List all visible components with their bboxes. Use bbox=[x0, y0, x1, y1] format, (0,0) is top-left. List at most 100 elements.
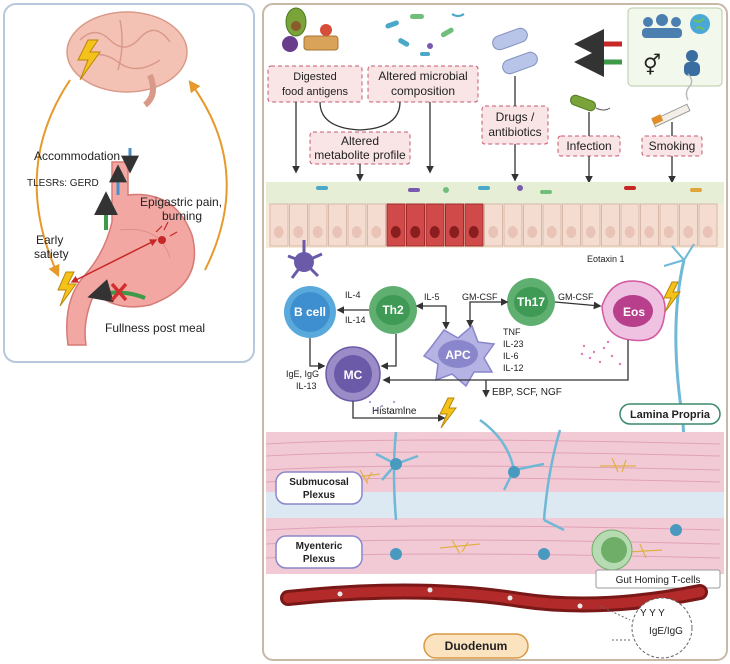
histamine-lightning-icon bbox=[439, 397, 457, 429]
il5-label: IL-5 bbox=[424, 292, 440, 302]
satiety-pain-arrow bbox=[70, 239, 158, 283]
eos-label: Eos bbox=[623, 305, 645, 319]
smoking-label: Smoking bbox=[649, 139, 696, 153]
bcell-mc-arrow bbox=[309, 338, 326, 370]
epithelial-cell bbox=[562, 203, 581, 247]
gut-homing-label: Gut Homing T-cells bbox=[616, 575, 701, 586]
digested-label-1: Digested bbox=[293, 71, 336, 83]
ebp-label: EBP, SCF, NGF bbox=[492, 387, 562, 398]
epithelial-nucleus bbox=[488, 226, 499, 238]
epithelial-cell bbox=[367, 203, 386, 247]
duodenum-tag: Duodenum bbox=[423, 633, 529, 659]
left-panel: Accommodation TLESRs: GERD Epigastric pa… bbox=[3, 3, 255, 363]
epithelial-nucleus bbox=[312, 226, 323, 238]
neuron-body-2 bbox=[508, 466, 520, 478]
brain-gut-arrow-left bbox=[35, 79, 71, 278]
apc-cell: APC bbox=[422, 324, 496, 388]
epithelial-cell bbox=[542, 203, 562, 247]
epithelial-cell bbox=[425, 203, 445, 247]
epithelium-layer bbox=[266, 182, 724, 248]
il14-label: IL-14 bbox=[345, 315, 366, 325]
epithelial-cell bbox=[503, 203, 523, 247]
zoom-line-1 bbox=[599, 605, 631, 621]
dendritic-cell-icon bbox=[287, 240, 323, 279]
histamine-arrow bbox=[352, 401, 446, 422]
pills-icon bbox=[492, 27, 538, 75]
antibody-icon: Y Y Y bbox=[640, 608, 665, 619]
epithelial-nucleus bbox=[663, 226, 674, 238]
metabolite-label-1: Altered bbox=[341, 134, 379, 148]
blocked-x-icon bbox=[110, 282, 128, 302]
early-satiety-label-2: satiety bbox=[34, 247, 69, 261]
epithelial-nucleus bbox=[624, 226, 635, 238]
epithelial-nucleus bbox=[507, 226, 518, 238]
lamina-propria-label: Lamina Propria bbox=[630, 409, 711, 421]
cigarette-icon bbox=[651, 73, 693, 128]
right-panel: ⚥ Digested food antigens Altered microbi… bbox=[262, 3, 728, 661]
drugs-label-1: Drugs / bbox=[496, 110, 535, 124]
epithelial-cell bbox=[328, 203, 347, 247]
epithelial-cell bbox=[308, 203, 328, 247]
mc-granules bbox=[368, 400, 406, 414]
microbial-box: Altered microbial composition bbox=[367, 65, 479, 103]
b-cell-label: B cell bbox=[294, 305, 326, 319]
metabolite-label-2: metabolite profile bbox=[314, 148, 406, 162]
neuron-body-4 bbox=[390, 548, 402, 560]
gmcsf-left-label: GM-CSF bbox=[462, 292, 498, 302]
b-cell: B cell bbox=[284, 286, 336, 338]
il12-label: IL-12 bbox=[503, 363, 524, 373]
th17-cell: Th17 bbox=[507, 278, 555, 326]
th17-label: Th17 bbox=[517, 295, 545, 309]
glial-cells bbox=[349, 457, 663, 559]
histamine-label: Histamine bbox=[372, 406, 417, 417]
eos-granules bbox=[580, 340, 622, 366]
bacterium-icon bbox=[569, 94, 611, 112]
duodenum-label: Duodenum bbox=[445, 639, 508, 653]
eos-lightning-icon bbox=[663, 281, 681, 313]
gender-icon: ⚥ bbox=[643, 53, 661, 77]
epithelial-nucleus bbox=[468, 226, 479, 238]
epithelial-nucleus bbox=[293, 226, 304, 238]
epithelial-nucleus bbox=[566, 226, 577, 238]
tlesrs-label: TLESRs: GERD bbox=[27, 178, 99, 189]
gut-homing-tag: Gut Homing T-cells bbox=[595, 569, 721, 589]
epithelial-cell bbox=[620, 203, 640, 247]
epithelial-cell bbox=[289, 203, 308, 247]
eos-cell: Eos bbox=[601, 280, 666, 342]
gut-homing-t-cell bbox=[591, 529, 633, 571]
ige-igg-label: IgE, IgG bbox=[286, 369, 319, 379]
th2-mc-arrow bbox=[380, 334, 397, 370]
epithelial-cell bbox=[269, 203, 289, 247]
il23-label: IL-23 bbox=[503, 339, 524, 349]
epigastric-label-2: burning bbox=[162, 209, 202, 223]
epithelial-nucleus bbox=[390, 226, 401, 238]
submucosal-plexus-tag: Submucosal Plexus bbox=[275, 471, 363, 505]
drugs-box: Drugs / antibiotics bbox=[481, 105, 549, 145]
epithelial-nucleus bbox=[605, 226, 616, 238]
epithelial-cell bbox=[659, 203, 679, 247]
epithelial-nucleus bbox=[429, 226, 440, 238]
epithelial-nucleus bbox=[585, 226, 596, 238]
il13-label: IL-13 bbox=[296, 381, 317, 391]
epithelial-cell bbox=[640, 203, 659, 247]
il4-label: IL-4 bbox=[345, 290, 361, 300]
epithelial-cell bbox=[698, 203, 718, 247]
th2-label: Th2 bbox=[382, 303, 404, 317]
eotaxin-label: Eotaxin 1 bbox=[587, 254, 625, 264]
epithelial-nucleus bbox=[702, 226, 713, 238]
epithelial-cell bbox=[581, 203, 601, 247]
epithelial-nucleus bbox=[351, 226, 362, 238]
microbial-label-1: Altered microbial bbox=[378, 69, 467, 83]
epithelial-nucleus bbox=[546, 226, 557, 238]
eos-mc-arrow bbox=[382, 340, 629, 384]
early-satiety-label-1: Early bbox=[36, 233, 63, 247]
lamina-propria-bg bbox=[266, 248, 724, 428]
epithelial-cells bbox=[269, 203, 718, 247]
microbial-label-2: composition bbox=[391, 84, 455, 98]
myenteric-label-2: Plexus bbox=[303, 554, 336, 565]
metabolite-link bbox=[319, 101, 401, 131]
satiety-lightning-icon bbox=[57, 271, 77, 307]
th2-apc-arrow bbox=[415, 302, 450, 330]
ige-igg-zoom-label: IgE/IgG bbox=[649, 626, 683, 637]
